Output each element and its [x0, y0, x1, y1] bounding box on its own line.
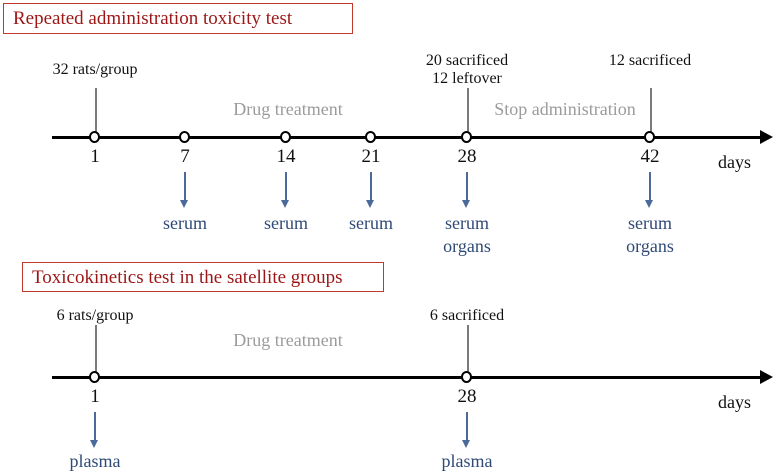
- note-day28-line2: 12 leftover: [432, 70, 502, 87]
- sample-label-day21-serum: serum: [349, 213, 393, 233]
- sample-arrow-day14: [285, 172, 287, 202]
- sample-arrowhead-day28-s2: [462, 440, 470, 448]
- timeline-node-day1-1[interactable]: [89, 131, 100, 143]
- sample-label-day42-serum: serum: [628, 213, 672, 233]
- day-label-21: 21: [361, 146, 381, 167]
- sample-label-day7-serum: serum: [163, 213, 207, 233]
- timeline-axis-1: [52, 136, 764, 139]
- phase-label-drug-treatment-2: Drug treatment: [233, 330, 343, 350]
- stem-day42-1: [650, 88, 652, 138]
- day-label-7: 7: [180, 146, 190, 167]
- phase-label-drug-treatment-1: Drug treatment: [233, 99, 343, 119]
- sample-arrowhead-day1-s2: [90, 440, 98, 448]
- sample-arrow-day1-s2: [94, 412, 96, 442]
- axis-unit-label-1: days: [718, 152, 751, 172]
- stem-day28-1: [467, 88, 469, 138]
- timeline-axis-arrowhead-2: [760, 370, 773, 384]
- sample-label-day14-serum: serum: [264, 213, 308, 233]
- day-label-42: 42: [640, 146, 660, 167]
- timeline-node-day7[interactable]: [179, 131, 190, 143]
- sample-label-day28-organs: organs: [443, 236, 491, 256]
- group-size-note-1: 32 rats/group: [52, 61, 138, 78]
- note-day28-sacrificed-s2: 6 sacrificed: [429, 307, 505, 324]
- day-label-1-s2: 1: [90, 386, 100, 407]
- sample-arrowhead-day42: [645, 200, 653, 208]
- timeline-axis-arrowhead-1: [760, 130, 773, 144]
- sample-arrow-day28-s2: [466, 412, 468, 442]
- timeline-node-day14[interactable]: [280, 131, 291, 143]
- axis-unit-label-2: days: [718, 392, 751, 412]
- timeline-axis-2: [52, 376, 764, 379]
- timeline-node-day1-2[interactable]: [89, 371, 100, 383]
- timeline-node-day21[interactable]: [365, 131, 376, 143]
- sample-arrowhead-day21: [366, 200, 374, 208]
- sample-arrow-day7: [184, 172, 186, 202]
- day-label-28-s2: 28: [457, 386, 477, 407]
- stem-day1-2: [95, 325, 97, 378]
- timeline-node-day28-1[interactable]: [461, 131, 472, 143]
- day-label-28-s1: 28: [457, 146, 477, 167]
- timeline-node-day28-2[interactable]: [461, 371, 472, 383]
- section-title-toxicokinetics: Toxicokinetics test in the satellite gro…: [22, 262, 384, 292]
- sample-label-day42-organs: organs: [626, 236, 674, 256]
- sample-arrow-day21: [370, 172, 372, 202]
- group-size-note-2: 6 rats/group: [56, 307, 134, 324]
- stem-day28-2: [467, 325, 469, 378]
- day-label-14: 14: [276, 146, 296, 167]
- sample-arrow-day42: [649, 172, 651, 202]
- sample-label-day28-plasma: plasma: [441, 451, 493, 471]
- sample-label-day1-plasma: plasma: [69, 451, 121, 471]
- day-label-1-s1: 1: [90, 146, 100, 167]
- sample-arrowhead-day14: [281, 200, 289, 208]
- note-day28-line1: 20 sacrificed: [425, 52, 509, 69]
- sample-arrowhead-day7: [180, 200, 188, 208]
- sample-arrow-day28-s1: [466, 172, 468, 202]
- timeline-node-day42[interactable]: [644, 131, 655, 143]
- phase-label-stop-administration: Stop administration: [494, 99, 636, 119]
- sample-label-day28-serum: serum: [445, 213, 489, 233]
- section-title-repeated-administration: Repeated administration toxicity test: [3, 3, 353, 34]
- stem-day1-1: [95, 88, 97, 138]
- sample-arrowhead-day28-s1: [462, 200, 470, 208]
- note-day42-line1: 12 sacrificed: [608, 52, 692, 69]
